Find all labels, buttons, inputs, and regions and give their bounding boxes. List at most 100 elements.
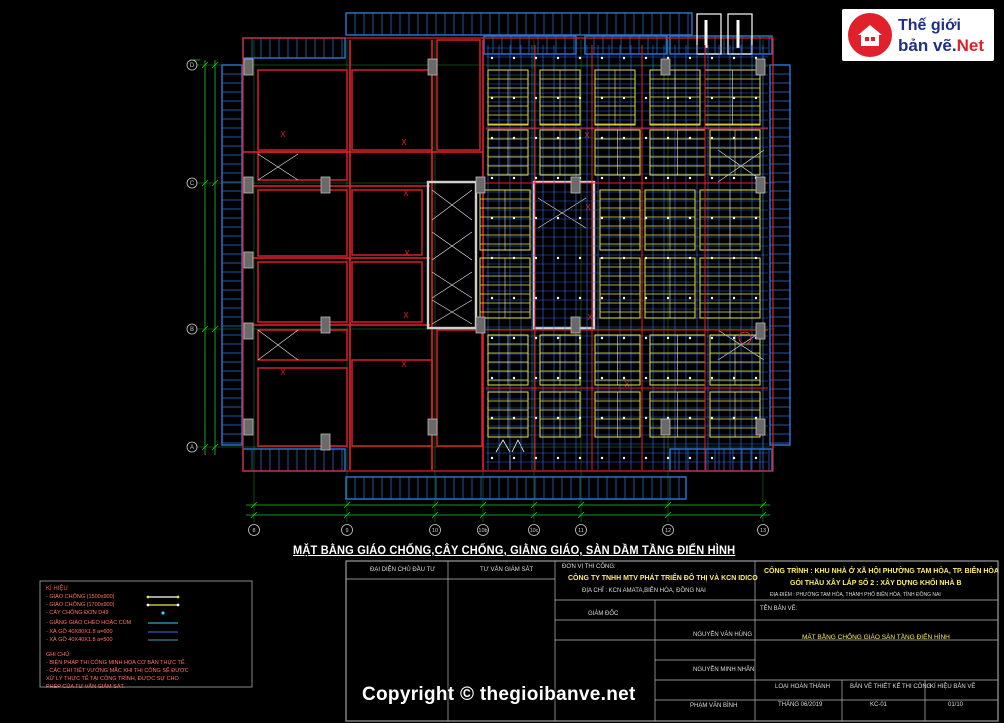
- prop-point: [644, 336, 648, 340]
- prop-point: [600, 216, 604, 220]
- prop-point: [754, 296, 758, 300]
- prop-point: [556, 96, 560, 100]
- column: [243, 58, 254, 76]
- dim-tick: [530, 501, 538, 509]
- prop-point: [688, 56, 692, 60]
- legend-dot: [176, 603, 180, 607]
- dim-tick: [431, 501, 439, 509]
- legend-item: - GIÁO CHỐNG (1500x900): [46, 594, 115, 600]
- prop-point: [688, 456, 692, 460]
- prop-point: [512, 336, 516, 340]
- dim-tick: [664, 501, 672, 509]
- prop-point: [490, 96, 494, 100]
- x-mark: X: [401, 360, 407, 369]
- legend-title: KÍ HIỆU: [46, 586, 68, 592]
- prop-point: [622, 176, 626, 180]
- x-mark: X: [404, 249, 410, 258]
- beam-bay: [351, 359, 433, 447]
- prop-point: [600, 416, 604, 420]
- bottom-col-3: KÍ HIỆU BẢN VẼ: [930, 684, 976, 690]
- prop-point: [754, 376, 758, 380]
- prop-point: [710, 456, 714, 460]
- prop-point: [732, 296, 736, 300]
- legend-item: - XÀ GỒ 40X80X1.8 a=600: [46, 629, 113, 635]
- dim-tick: [201, 179, 209, 187]
- grid-col-label: 12: [665, 528, 671, 534]
- beam-bay: [257, 261, 348, 323]
- prop-point: [710, 176, 714, 180]
- prop-point: [600, 136, 604, 140]
- prop-point: [534, 256, 538, 260]
- prop-point: [754, 136, 758, 140]
- column: [427, 418, 438, 436]
- prop-point: [556, 296, 560, 300]
- prop-point: [644, 216, 648, 220]
- prop-point: [622, 376, 626, 380]
- x-mark: X: [403, 189, 409, 198]
- prop-point: [490, 256, 494, 260]
- slab-outline: [242, 37, 774, 472]
- prop-point: [666, 376, 670, 380]
- signer-2: NGUYỄN MINH NHÂN: [693, 667, 755, 673]
- prop-point: [688, 296, 692, 300]
- balcony-rail: [345, 476, 687, 500]
- prop-point: [688, 336, 692, 340]
- package-name: GÓI THẦU XÂY LẮP SỐ 2 : XÂY DỰNG KHỐI NH…: [790, 580, 962, 587]
- column: [475, 176, 486, 194]
- prop-point: [490, 376, 494, 380]
- copyright-watermark: Copyright © thegioibanve.net: [362, 684, 636, 705]
- prop-point: [666, 416, 670, 420]
- prop-point: [644, 256, 648, 260]
- balcony-rail: [242, 448, 346, 472]
- prop-point: [688, 256, 692, 260]
- prop-point: [732, 336, 736, 340]
- prop-point: [732, 96, 736, 100]
- prop-point: [600, 456, 604, 460]
- prop-point: [688, 416, 692, 420]
- balcony-rail: [483, 35, 577, 55]
- site-logo[interactable]: Thế giới bản vẽ.Net: [842, 9, 994, 61]
- prop-point: [622, 96, 626, 100]
- signer-1: NGUYỄN VĂN HÙNG: [693, 632, 753, 638]
- prop-point: [512, 416, 516, 420]
- prop-point: [754, 256, 758, 260]
- prop-point: [622, 456, 626, 460]
- grid-col-bubble: [575, 524, 587, 536]
- prop-point: [600, 96, 604, 100]
- project-location: ĐỊA ĐIỂM : PHƯỜNG TAM HÒA, THÀNH PHỐ BIÊ…: [770, 592, 941, 598]
- grid-col-label: 8: [252, 528, 255, 534]
- contractor-label: ĐƠN VỊ THI CÔNG:: [562, 564, 616, 570]
- prop-point: [732, 376, 736, 380]
- prop-point: [556, 456, 560, 460]
- title-block-frame: [39, 560, 999, 722]
- prop-point: [644, 296, 648, 300]
- legend-item: - GIẰNG GIÁO CHÉO HOẶC CÙM: [46, 620, 132, 626]
- shaft: [727, 13, 753, 55]
- legend-dot: [146, 603, 150, 607]
- dim-tick: [664, 511, 672, 519]
- prop-point: [490, 296, 494, 300]
- balcony-rail: [669, 448, 773, 472]
- beam-bay: [257, 151, 348, 181]
- prop-point: [512, 176, 516, 180]
- sheet-title-label: TÊN BẢN VẼ:: [760, 606, 798, 612]
- prop-point: [688, 216, 692, 220]
- prop-point: [512, 96, 516, 100]
- prop-point: [578, 56, 582, 60]
- sheet-title: MẶT BẰNG CHỐNG GIÁO SÀN TẦNG ĐIỂN HÌNH: [802, 634, 950, 641]
- grid-row-bubble: [186, 59, 198, 71]
- beam-bay: [351, 189, 423, 256]
- prop-point: [578, 136, 582, 140]
- prop-point: [644, 176, 648, 180]
- column: [660, 418, 671, 436]
- prop-point: [666, 336, 670, 340]
- logo-line-1: Thế giới: [898, 17, 961, 34]
- prop-point: [534, 376, 538, 380]
- prop-point: [578, 96, 582, 100]
- prop-point: [600, 376, 604, 380]
- highlight-circle: [738, 331, 752, 345]
- prop-point: [534, 456, 538, 460]
- prop-point: [732, 456, 736, 460]
- prop-point: [556, 416, 560, 420]
